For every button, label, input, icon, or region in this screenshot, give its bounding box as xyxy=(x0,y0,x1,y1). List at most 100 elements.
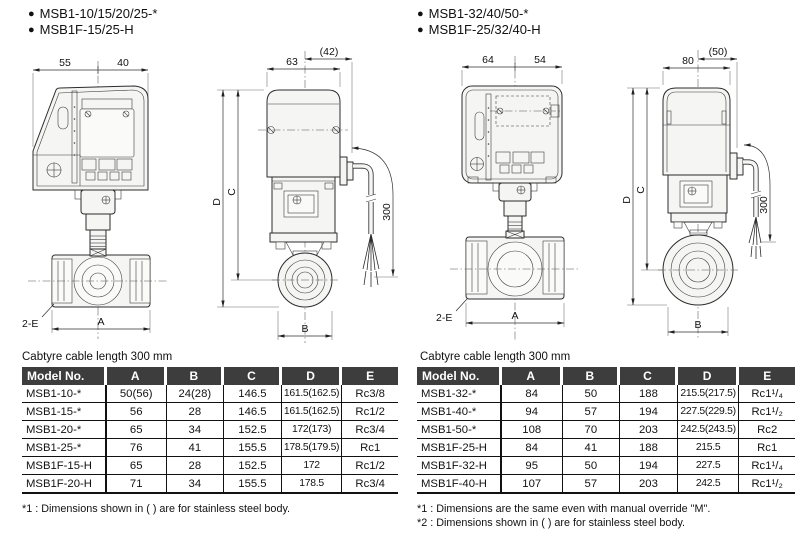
cell: 178.5 xyxy=(281,475,343,494)
dim-label-C: C xyxy=(635,186,647,194)
cell-model: MSB1-40-* xyxy=(417,403,502,421)
cell: 194 xyxy=(620,457,678,475)
bullet-icon: ● xyxy=(417,24,424,36)
actuator-side xyxy=(258,89,354,258)
cell: 57 xyxy=(562,475,621,494)
table-header-row: Model No. A B C D E xyxy=(22,367,398,385)
cell: 172(173) xyxy=(281,421,343,439)
valve-flange xyxy=(658,234,738,306)
column-header: E xyxy=(739,367,795,385)
table-row: MSB1-50-* 108 70 203 242.5(243.5) Rc2 xyxy=(417,421,795,439)
cell-model: MSB1F-32-H xyxy=(417,457,502,475)
cell-model: MSB1-20-* xyxy=(22,421,107,439)
column-header: Model No. xyxy=(417,367,502,385)
cell: 65 xyxy=(106,421,167,439)
left-front-view-drawing: 55 40 xyxy=(22,57,168,339)
model-series-list-right: ●MSB1-32/40/50-* ●MSB1F-25/32/40-H xyxy=(417,6,541,38)
port-label-2E: 2-E xyxy=(22,318,38,330)
dim-label-B: B xyxy=(301,323,308,335)
cell: 34 xyxy=(166,421,225,439)
cell: 41 xyxy=(562,439,621,457)
table-row: MSB1-15-* 56 28 146.5 161.5(162.5) Rc1/2 xyxy=(22,403,398,421)
dim-label-C: C xyxy=(226,188,238,196)
valve-body xyxy=(450,230,580,300)
cell: 50 xyxy=(562,385,621,403)
cell: 57 xyxy=(562,403,621,421)
table-row: MSB1-40-* 94 57 194 227.5(229.5) Rc1¹/₂ xyxy=(417,403,795,421)
model-series-label: MSB1F-15/25-H xyxy=(39,22,134,37)
dim-label-D: D xyxy=(621,196,633,204)
cell: 28 xyxy=(166,403,225,421)
cell: 178.5(179.5) xyxy=(281,439,343,457)
footnote: *1 : Dimensions are the same even with m… xyxy=(417,503,711,515)
table-row: MSB1F-15-H 65 28 152.5 172 Rc1/2 xyxy=(22,457,398,475)
cell: 84 xyxy=(501,439,563,457)
cell: 172 xyxy=(281,457,343,475)
column-header: E xyxy=(342,367,398,385)
cable xyxy=(353,163,380,287)
cell: Rc1/2 xyxy=(342,457,398,475)
cell: 71 xyxy=(106,475,167,494)
table-header-row: Model No. A B C D E xyxy=(417,367,795,385)
table-row: MSB1-20-* 65 34 152.5 172(173) Rc3/4 xyxy=(22,421,398,439)
dim-label-80: 80 xyxy=(682,55,694,67)
column-header: A xyxy=(106,367,167,385)
dimensions-table-left: Model No. A B C D E MSB1-10-* 50(56) 24(… xyxy=(22,367,398,494)
table-row: MSB1F-20-H 71 34 155.5 178.5 Rc3/4 xyxy=(22,475,398,494)
cell: 108 xyxy=(501,421,563,439)
right-side-view-drawing: (50) 80 D C xyxy=(621,46,776,340)
table-row: MSB1F-32-H 95 50 194 227.5 Rc1¹/₄ xyxy=(417,457,795,475)
dim-label-300: 300 xyxy=(381,203,393,221)
model-series-item: ● MSB1-32/40/50-* xyxy=(417,6,541,22)
cell: 50 xyxy=(562,457,621,475)
dim-label-B: B xyxy=(694,319,701,331)
table-row: MSB1-25-* 76 41 155.5 178.5(179.5) Rc1 xyxy=(22,439,398,457)
footnote: *2 : Dimensions shown in ( ) are for sta… xyxy=(417,517,686,529)
cell: 34 xyxy=(166,475,225,494)
cell: 161.5(162.5) xyxy=(281,385,343,403)
cell-model: MSB1F-40-H xyxy=(417,475,502,494)
model-series-label: MSB1-10/15/20/25-* xyxy=(39,6,158,21)
table-row: MSB1-10-* 50(56) 24(28) 146.5 161.5(162.… xyxy=(22,385,398,403)
cell: 94 xyxy=(501,403,563,421)
cell: Rc3/4 xyxy=(342,421,398,439)
cell: 84 xyxy=(501,385,563,403)
cell: 203 xyxy=(620,475,678,494)
actuator-side xyxy=(662,87,744,236)
dim-label-A: A xyxy=(511,310,518,322)
cell: Rc3/8 xyxy=(342,385,398,403)
cell-model: MSB1-10-* xyxy=(22,385,107,403)
cell: Rc3/4 xyxy=(342,475,398,494)
column-header: D xyxy=(281,367,343,385)
right-front-view-drawing: 64 54 xyxy=(436,54,580,340)
cell: 203 xyxy=(620,421,678,439)
bullet-icon: ● xyxy=(417,8,424,20)
cell: 146.5 xyxy=(224,385,282,403)
cell-model: MSB1-15-* xyxy=(22,403,107,421)
model-series-label: MSB1-32/40/50-* xyxy=(428,6,529,21)
column-header: D xyxy=(677,367,740,385)
table-row: MSB1F-25-H 84 41 188 215.5 Rc1 xyxy=(417,439,795,457)
left-side-view-drawing: (42) 63 D C xyxy=(211,46,398,343)
cell: 194 xyxy=(620,403,678,421)
table-row: MSB1F-40-H 107 57 203 242.5 Rc1¹/₂ xyxy=(417,475,795,494)
cell: Rc1¹/₂ xyxy=(739,403,795,421)
cell: 95 xyxy=(501,457,563,475)
cell: 155.5 xyxy=(224,439,282,457)
cell-model: MSB1-32-* xyxy=(417,385,502,403)
column-header: C xyxy=(620,367,678,385)
cable-length-note: Cabtyre cable length 300 mm xyxy=(22,351,173,363)
cell: 152.5 xyxy=(224,421,282,439)
bullet-icon: ● xyxy=(28,8,35,20)
port-label-2E: 2-E xyxy=(436,312,452,324)
actuator-front xyxy=(461,85,563,184)
dim-label-D: D xyxy=(211,198,223,206)
cell: 41 xyxy=(166,439,225,457)
valve-body xyxy=(28,248,168,308)
cell-model: MSB1-50-* xyxy=(417,421,502,439)
valve-stem xyxy=(74,189,122,253)
footnote: *1 : Dimensions shown in ( ) are for sta… xyxy=(22,503,291,515)
cell: 24(28) xyxy=(166,385,225,403)
cell: 56 xyxy=(106,403,167,421)
